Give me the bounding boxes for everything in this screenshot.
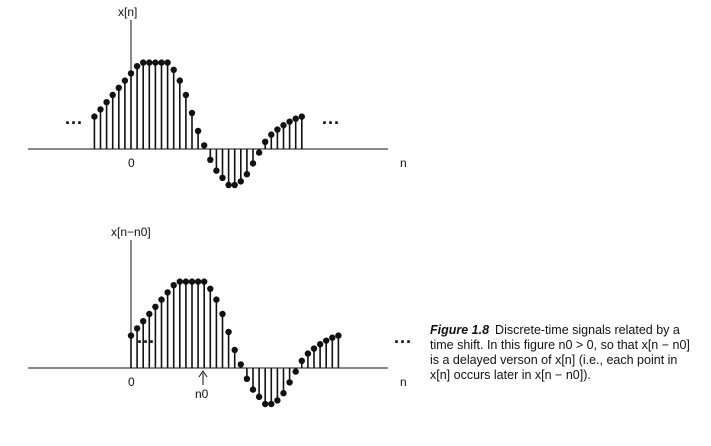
bottom-sample-point — [304, 350, 312, 357]
bottom-sample-point — [249, 386, 257, 393]
bottom-sample-point — [213, 296, 220, 303]
top-sample-point — [298, 113, 305, 120]
bottom-origin-label: 0 — [128, 375, 135, 389]
top-sample-point — [176, 77, 183, 84]
top-sample-point — [268, 131, 275, 138]
top-x-axis-label: n — [400, 156, 407, 170]
figure-number: Figure 1.8 — [430, 323, 490, 337]
top-sample-point — [219, 174, 226, 181]
top-sample-point — [121, 77, 129, 84]
bottom-sample-point — [225, 328, 232, 336]
top-stems — [91, 59, 305, 189]
top-sample-point — [103, 99, 110, 106]
bottom-sample-point — [207, 285, 214, 292]
bottom-sample-point — [280, 390, 287, 397]
bottom-sample-point — [329, 334, 336, 341]
top-sample-point — [280, 122, 287, 129]
top-sample-point — [231, 181, 238, 189]
top-origin-label: 0 — [128, 156, 135, 170]
bottom-sample-point — [176, 278, 183, 285]
top-sample-point — [133, 62, 141, 70]
top-sample-point — [243, 171, 251, 178]
top-sample-point — [115, 84, 123, 92]
bottom-stems — [127, 278, 342, 408]
top-y-axis-label: x[n] — [118, 5, 137, 19]
bottom-sample-point — [140, 318, 147, 325]
top-sample-point — [182, 91, 190, 99]
top-sample-point — [91, 113, 98, 120]
plot-x-n: x[n] n 0 ... ... — [28, 5, 407, 189]
bottom-sample-point — [188, 278, 196, 285]
bottom-sample-point — [286, 379, 293, 386]
bottom-sample-point — [323, 337, 330, 344]
plot-x-n-minus-n0: x[n−n0] n 0 ... ... n0 — [28, 225, 412, 408]
top-sample-point — [97, 106, 104, 113]
bottom-sample-point — [262, 400, 269, 408]
top-sample-point — [286, 118, 293, 125]
top-sample-point — [140, 59, 147, 66]
shift-label: n0 — [195, 387, 209, 401]
bottom-sample-point — [335, 332, 342, 339]
shift-arrowhead — [198, 370, 208, 378]
top-sample-point — [213, 167, 220, 174]
top-sample-point — [158, 59, 165, 66]
bottom-sample-point — [310, 345, 318, 352]
caption-text: Discrete-time signals related by a time … — [430, 323, 690, 382]
bottom-sample-point — [316, 341, 324, 348]
top-sample-point — [127, 70, 135, 77]
bottom-sample-point — [255, 393, 263, 400]
bottom-sample-point — [152, 303, 159, 310]
top-sample-point — [188, 109, 196, 117]
top-sample-point — [225, 181, 232, 189]
top-sample-point — [249, 160, 257, 167]
bottom-sample-point — [146, 310, 153, 318]
bottom-right-ellipsis: ... — [394, 327, 412, 347]
top-sample-point — [170, 66, 177, 74]
top-right-ellipsis: ... — [322, 108, 340, 128]
bottom-sample-point — [298, 357, 305, 364]
top-sample-point — [274, 126, 281, 133]
top-sample-point — [109, 91, 116, 99]
top-sample-point — [255, 149, 263, 156]
bottom-sample-point — [231, 346, 238, 354]
bottom-sample-point — [170, 282, 177, 289]
top-sample-point — [262, 138, 269, 145]
bottom-x-axis-label: n — [400, 375, 407, 389]
top-sample-point — [194, 127, 202, 135]
bottom-sample-point — [268, 400, 275, 408]
bottom-sample-point — [182, 278, 190, 285]
top-sample-point — [207, 156, 214, 163]
top-sample-point — [237, 178, 244, 185]
bottom-sample-point — [243, 375, 251, 382]
bottom-sample-point — [219, 310, 226, 318]
top-sample-point — [152, 59, 159, 66]
bottom-sample-point — [201, 278, 208, 285]
bottom-sample-point — [158, 296, 165, 303]
bottom-sample-point — [274, 397, 281, 404]
bottom-sample-point — [194, 278, 202, 285]
bottom-y-axis-label: x[n−n0] — [111, 225, 151, 239]
bottom-sample-point — [127, 332, 135, 339]
bottom-sample-point — [237, 361, 244, 368]
top-left-ellipsis: ... — [65, 108, 83, 128]
bottom-sample-point — [133, 325, 141, 332]
top-sample-point — [292, 115, 299, 122]
top-sample-point — [164, 59, 171, 66]
bottom-sample-point — [164, 289, 171, 296]
top-sample-point — [201, 142, 208, 149]
top-sample-point — [146, 59, 153, 66]
bottom-sample-point — [292, 368, 299, 375]
